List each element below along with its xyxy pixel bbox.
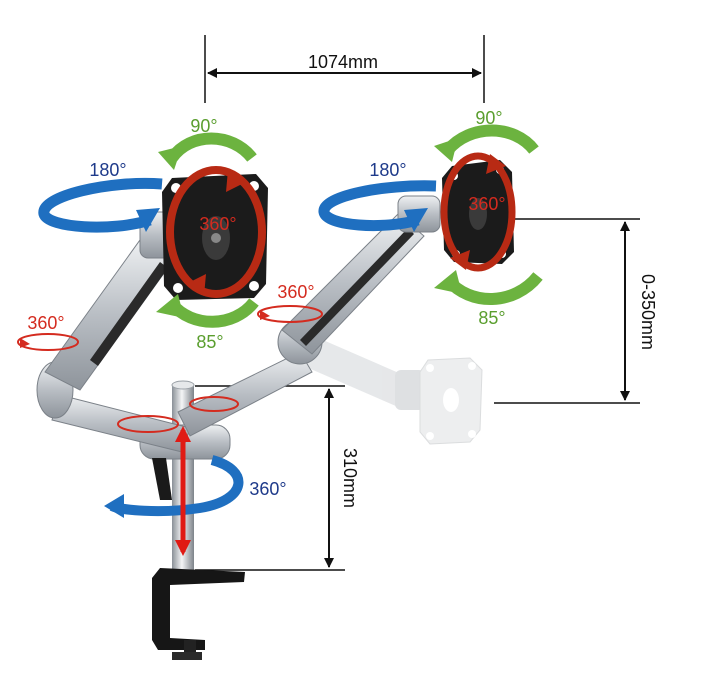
label-right-rotate: 360° <box>468 194 505 214</box>
left-arm <box>36 211 191 453</box>
left-elbow-ring-icon <box>17 333 79 351</box>
label-width: 1074mm <box>308 52 378 72</box>
label-left-rotate: 360° <box>199 214 236 234</box>
right-arm <box>177 195 441 437</box>
right-tilt-up-arrow-icon <box>434 124 539 162</box>
right-swivel-arrow-icon <box>318 180 437 232</box>
left-tilt-down-arrow-icon <box>156 294 259 328</box>
left-tilt-up-arrow-icon <box>158 132 257 170</box>
base-left-ring-icon <box>117 415 179 433</box>
label-right-swivel: 180° <box>369 160 406 180</box>
left-swivel-arrow-icon <box>38 177 163 233</box>
base-rotate-arrow-icon <box>104 455 244 518</box>
label-right-tilt-down: 85° <box>478 308 505 328</box>
ghost-arm-lowered <box>290 330 483 445</box>
right-elbow-ring-icon <box>257 305 323 323</box>
dimension-height-adjust <box>494 218 640 404</box>
ghost-vesa-plate <box>419 357 483 445</box>
label-height-adjust: 0-350mm <box>638 274 658 350</box>
right-tilt-down-arrow-icon <box>434 270 543 305</box>
label-right-tilt-up: 90° <box>475 108 502 128</box>
label-left-elbow: 360° <box>27 313 64 333</box>
left-vesa-plate <box>162 174 268 300</box>
right-rotate-ring-icon <box>440 152 516 272</box>
label-right-elbow: 360° <box>277 282 314 302</box>
label-left-tilt-up: 90° <box>190 116 217 136</box>
base-right-ring-icon <box>189 396 239 412</box>
label-base-rotate: 360° <box>249 479 286 499</box>
label-pole-height: 310mm <box>340 448 360 508</box>
label-left-tilt-down: 85° <box>196 332 223 352</box>
label-left-swivel: 180° <box>89 160 126 180</box>
dimension-width <box>204 35 485 103</box>
desk-clamp <box>152 568 245 660</box>
left-rotate-ring-icon <box>166 166 266 298</box>
